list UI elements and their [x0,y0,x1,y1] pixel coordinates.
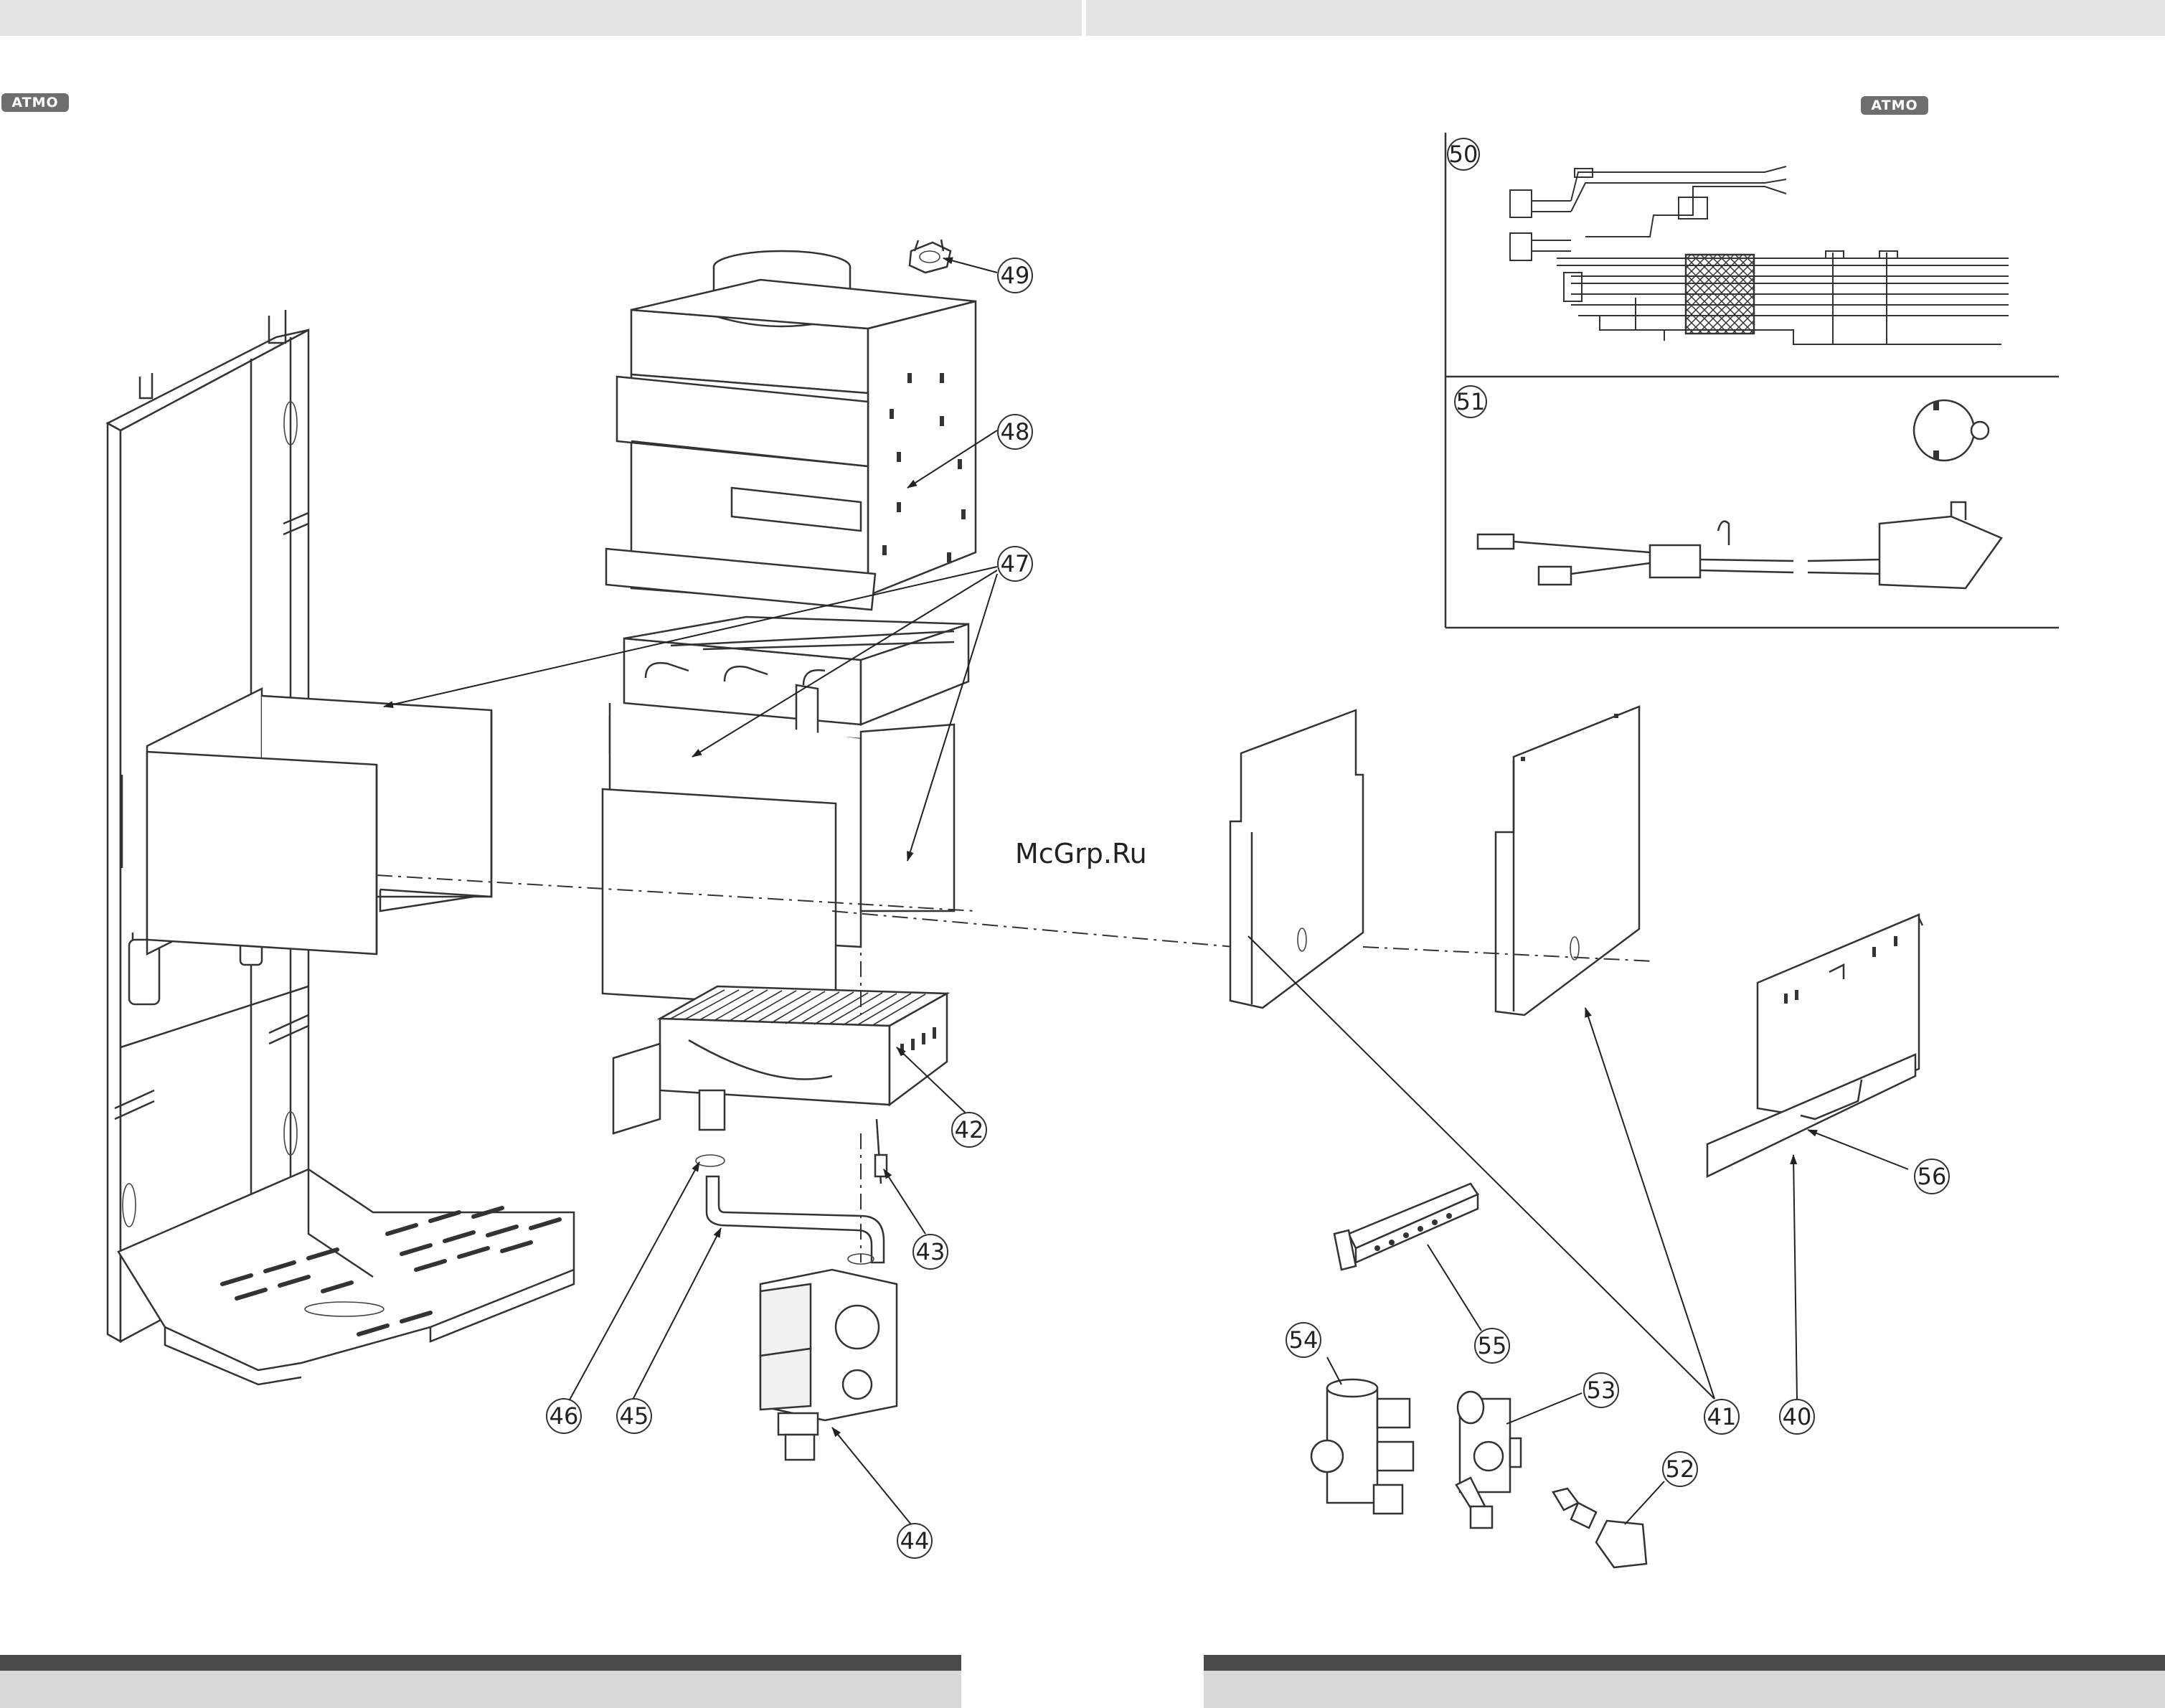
gas-manifold [1334,1184,1478,1270]
flow-switch [1456,1392,1521,1528]
svg-text:49: 49 [1001,262,1030,289]
callout-49: 49 [998,258,1032,293]
svg-text:41: 41 [1707,1403,1737,1430]
callout-44: 44 [897,1524,932,1558]
svg-text:52: 52 [1666,1455,1695,1483]
burner [613,986,947,1133]
gas-valve [760,1270,897,1460]
water-valve [1311,1379,1413,1514]
svg-text:44: 44 [900,1527,930,1554]
callout-43: 43 [913,1235,948,1269]
svg-text:46: 46 [549,1402,579,1430]
watermark-text: McGrp.Ru [1015,838,1147,869]
callout-46: 46 [547,1399,581,1433]
front-panel [603,789,836,1008]
side-insulation-panels [147,689,491,954]
svg-text:47: 47 [1001,550,1030,577]
gas-pipe [696,1155,884,1264]
svg-text:48: 48 [1001,418,1030,445]
callout-45: 45 [617,1399,651,1433]
callout-42: 42 [952,1113,986,1147]
overheat-sensor [910,240,951,273]
svg-text:56: 56 [1918,1163,1947,1190]
svg-text:51: 51 [1456,388,1486,415]
svg-text:43: 43 [916,1238,945,1265]
ignition-electrode [875,1119,887,1184]
callout-50: 50 [1448,138,1479,170]
power-cord [1478,400,2001,588]
svg-text:54: 54 [1289,1326,1319,1354]
callout-47: 47 [998,547,1032,581]
flue-hood [606,251,976,610]
callout-51: 51 [1455,386,1486,417]
side-panels [1230,707,1639,1015]
svg-text:42: 42 [955,1116,984,1143]
callout-40: 40 [1780,1400,1814,1434]
callout-54: 54 [1286,1323,1321,1357]
callout-48: 48 [998,415,1032,449]
callout-56: 56 [1915,1159,1949,1194]
front-cover [1707,915,1923,1176]
svg-text:40: 40 [1783,1403,1812,1430]
svg-text:53: 53 [1587,1377,1616,1404]
callout-53: 53 [1584,1373,1618,1407]
callout-55: 55 [1475,1329,1509,1363]
svg-text:55: 55 [1478,1332,1507,1359]
svg-text:45: 45 [620,1402,649,1430]
callout-52: 52 [1663,1452,1697,1486]
svg-text:50: 50 [1449,141,1478,168]
callout-41: 41 [1704,1400,1739,1434]
temperature-sensor [1553,1488,1646,1567]
